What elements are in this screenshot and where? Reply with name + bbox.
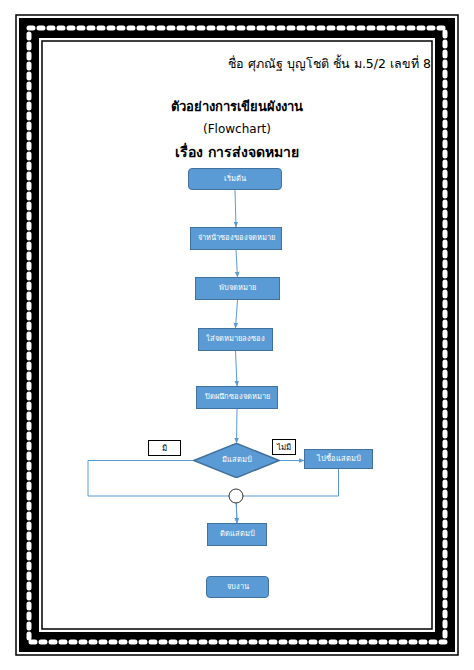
process-box: ใส่จดหมายลงซอง [198, 328, 273, 351]
border-inner-line [42, 41, 432, 629]
flow-arrow [236, 351, 238, 386]
connector-circle [229, 489, 243, 503]
node-text: เริ่มต้น [222, 175, 248, 184]
flow-arrow [236, 469, 339, 523]
topic-heading: เรื่อง การส่งจดหมาย [80, 144, 394, 161]
process-box: ติดแสตมป์ [207, 523, 267, 546]
edge-label: มี [148, 440, 181, 456]
subheading: (Flowchart) [80, 122, 394, 136]
node-text: ไปซื้อแสตมป์ [315, 455, 363, 464]
student-info: ชื่อ ศุภณัฐ บุญโชติ ชั้น ม.5/2 เลขที่ 8 [228, 56, 440, 71]
process-box: ไปซื้อแสตมป์ [304, 449, 373, 469]
node-text: ใส่จดหมายลงซอง [204, 335, 267, 344]
flow-arrow [236, 250, 238, 277]
process-box: พับจดหมาย [195, 277, 280, 300]
node-text: จบงาน [225, 583, 251, 592]
edge-label: ไม่มี [272, 439, 296, 455]
heading: ตัวอย่างการเขียนผังงาน [80, 96, 394, 117]
flow-arrow [280, 460, 304, 461]
flow-arrow [236, 409, 238, 443]
terminal-box: เริ่มต้น [188, 168, 282, 190]
process-box: จ่าหน้าซองของจดหมาย [190, 227, 282, 250]
flow-arrow [236, 300, 238, 328]
node-text: ปิดผนึกซองจดหมาย [203, 393, 272, 402]
decision-diamond: มีแสตมป์ [193, 443, 280, 478]
terminal-box: จบงาน [206, 576, 269, 598]
node-text: ติดแสตมป์ [218, 530, 257, 539]
node-text: จ่าหน้าซองของจดหมาย [196, 234, 277, 243]
flow-arrow [235, 190, 236, 227]
node-text: มีแสตมป์ [220, 456, 254, 465]
border-ornament [29, 28, 445, 642]
process-box: ปิดผนึกซองจดหมาย [196, 386, 278, 409]
border-band [29, 28, 445, 642]
node-text: พับจดหมาย [217, 284, 258, 293]
diamond-shape [194, 443, 279, 477]
border-outer-line [16, 15, 458, 655]
